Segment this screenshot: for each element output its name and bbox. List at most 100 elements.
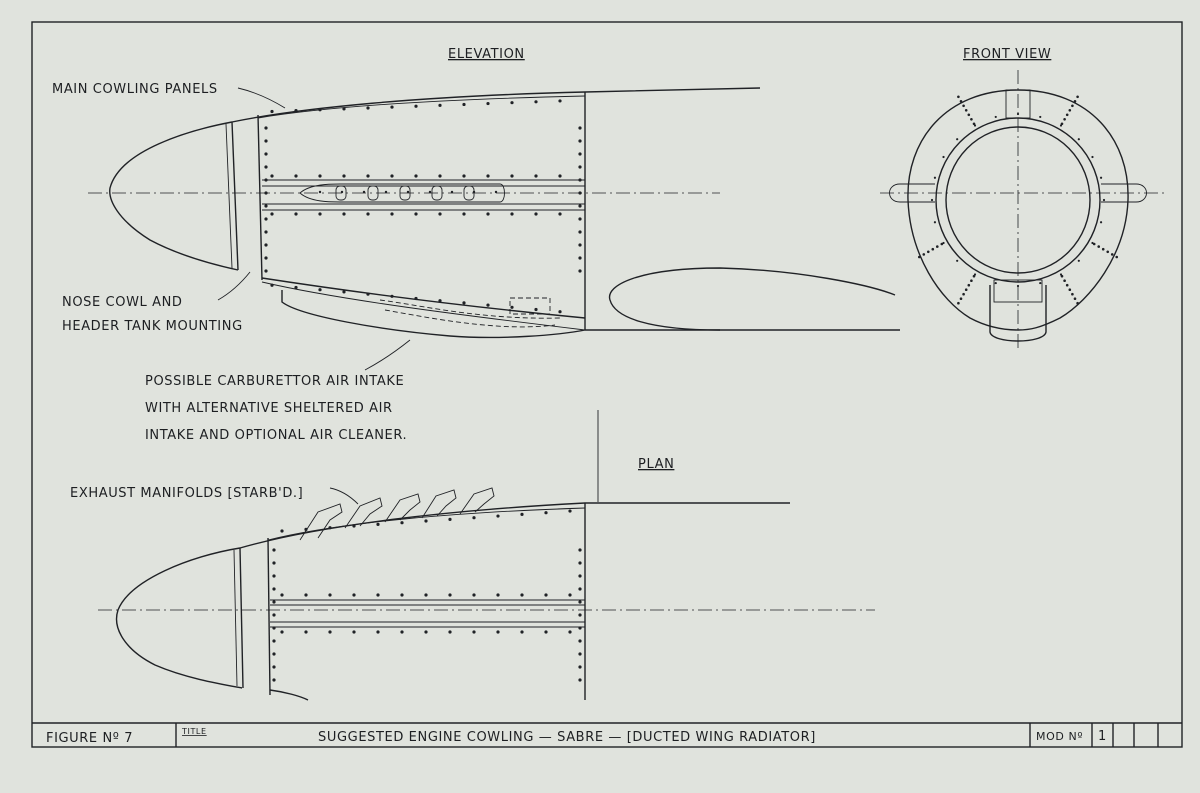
rivet: [1099, 221, 1103, 224]
rivet: [462, 174, 466, 178]
rivet: [438, 299, 442, 303]
rivet: [1097, 245, 1101, 248]
front-lower-intake: [989, 285, 1047, 342]
rivet: [1039, 281, 1042, 285]
rivet: [994, 115, 997, 119]
rivet: [510, 305, 514, 309]
rivet: [318, 174, 322, 178]
rivet: [352, 524, 356, 528]
rivet: [400, 593, 404, 597]
rivet: [390, 174, 394, 178]
rivet: [424, 593, 428, 597]
rivet: [1016, 112, 1020, 116]
rivet: [520, 630, 524, 634]
rivet: [578, 165, 582, 169]
rivet: [294, 174, 298, 178]
rivet: [967, 283, 971, 287]
rivet: [558, 174, 562, 178]
rivet: [340, 190, 344, 194]
rivet: [578, 269, 582, 273]
rivet: [970, 117, 973, 121]
rivet: [448, 517, 452, 521]
rivet: [933, 221, 937, 224]
rivet: [294, 212, 298, 216]
figure-number: FIGURE Nº 7: [46, 731, 133, 746]
label-carb-line1: POSSIBLE CARBURETTOR AIR INTAKE: [145, 374, 404, 389]
plan-lower-cowl: [269, 689, 309, 701]
rivet: [366, 292, 370, 296]
rivet: [510, 212, 514, 216]
rivet: [318, 212, 322, 216]
rivet: [264, 152, 268, 156]
rivet: [496, 630, 500, 634]
rivet: [1073, 297, 1077, 301]
rivet: [1077, 259, 1080, 262]
rivet: [940, 242, 944, 246]
rivet: [558, 310, 562, 314]
rivet: [414, 174, 418, 178]
rivet: [318, 108, 322, 112]
plan-spinner: [116, 547, 243, 689]
rivet: [957, 301, 960, 305]
rivet: [1060, 274, 1064, 278]
rivet: [486, 212, 490, 216]
rivet: [578, 678, 582, 682]
rivet: [342, 174, 346, 178]
rivet: [272, 652, 276, 656]
rivet: [1059, 124, 1063, 127]
rivet: [414, 296, 418, 301]
rivet: [558, 99, 562, 103]
rivet: [448, 630, 452, 634]
rivet: [366, 174, 370, 178]
rivet: [933, 176, 937, 179]
rivet: [926, 250, 930, 254]
rivet: [414, 212, 418, 216]
rivet: [272, 639, 276, 643]
rivet: [1091, 155, 1094, 159]
front-view-rivets: [917, 95, 1119, 305]
rivet: [568, 509, 572, 513]
rivet: [544, 511, 548, 515]
rivet: [578, 600, 582, 604]
rivet: [328, 630, 332, 634]
plan-view: PLAN: [98, 410, 875, 701]
rivet: [964, 108, 968, 112]
rivet: [272, 548, 276, 552]
rivet: [534, 307, 538, 312]
rivet: [956, 138, 959, 141]
rivet: [578, 574, 582, 578]
rivet: [352, 630, 356, 634]
elevation-intake-dashed: [379, 299, 561, 328]
rivet: [264, 217, 268, 221]
rivet: [510, 101, 514, 105]
rivet: [318, 190, 322, 194]
rivet: [1059, 273, 1063, 276]
rivet: [448, 593, 452, 597]
rivet: [366, 212, 370, 216]
rivet: [280, 630, 284, 634]
rivet: [578, 613, 582, 617]
rivet: [1063, 279, 1066, 283]
elevation-lower-fairing: [281, 290, 900, 339]
rivet: [578, 548, 582, 552]
rivet: [520, 512, 524, 516]
label-exhaust-manifolds: EXHAUST MANIFOLDS [STARB'D.]: [70, 486, 303, 501]
front-view-title: FRONT VIEW: [963, 47, 1051, 62]
rivet: [1077, 138, 1080, 141]
rivet: [1106, 250, 1110, 254]
elevation-lower-cowl-2: [261, 281, 586, 331]
leader-nose-cowl: [217, 271, 251, 301]
rivet: [970, 279, 973, 283]
rivet: [390, 294, 394, 298]
rivet: [534, 100, 538, 104]
rivet: [264, 256, 268, 260]
rivet: [428, 190, 432, 194]
front-view: FRONT VIEW: [880, 47, 1165, 350]
rivet: [376, 630, 380, 634]
rivet: [558, 212, 562, 216]
label-nose-cowl-line1: NOSE COWL AND: [62, 295, 183, 310]
rivet: [304, 593, 308, 597]
rivet: [578, 561, 582, 565]
elevation-upper-cowl: [231, 87, 761, 123]
rivet: [972, 274, 976, 278]
